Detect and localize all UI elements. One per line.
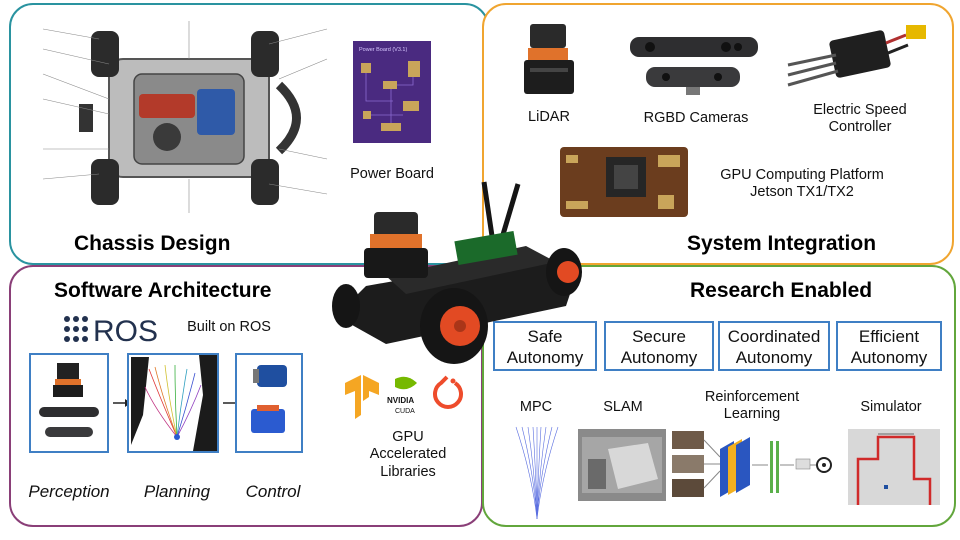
efficient-autonomy-line2: Autonomy [850, 348, 928, 368]
planning-box [127, 353, 219, 453]
gpu-libraries-label: GPU Accelerated Libraries [363, 429, 453, 481]
nvidia-cuda-icon: NVIDIA CUDA [387, 376, 417, 415]
gpu-libraries-line3: Libraries [380, 463, 436, 480]
rgbd-cameras-label: RGBD Cameras [643, 110, 749, 126]
gpu-platform-label-line1: GPU Computing Platform [720, 167, 884, 183]
rl-label: Reinforcement Learning [690, 389, 814, 424]
control-box [235, 353, 303, 453]
gpu-libraries-line2: Accelerated [369, 446, 447, 463]
system-integration-title: System Integration [687, 232, 877, 255]
gpu-library-logos: NVIDIA CUDA [341, 371, 467, 419]
efficient-autonomy-line1: Efficient [858, 327, 920, 346]
rl-label-line1: Reinforcement [704, 389, 800, 405]
racecar-image [326, 176, 588, 368]
secure-autonomy-box: Secure Autonomy [604, 321, 714, 371]
slam-label: SLAM [603, 399, 643, 415]
control-label: Control [245, 482, 301, 501]
built-on-ros-label: Built on ROS [187, 319, 271, 335]
lidar-image [518, 20, 580, 102]
jetson-board-image [558, 145, 690, 219]
research-enabled-title: Research Enabled [690, 279, 873, 302]
rl-network-image [672, 427, 832, 499]
coordinated-autonomy-box: Coordinated Autonomy [718, 321, 830, 371]
secure-autonomy-line1: Secure [632, 327, 686, 346]
nvidia-logo-text: NVIDIA [387, 396, 414, 405]
chassis-design-title: Chassis Design [74, 232, 231, 255]
perception-label: Perception [28, 482, 110, 501]
efficient-autonomy-box: Efficient Autonomy [836, 321, 942, 371]
power-board-image: Power Board (V3.1) [353, 41, 431, 143]
perception-box [29, 353, 109, 453]
slam-map-image [578, 429, 666, 501]
secure-autonomy-line2: Autonomy [620, 348, 698, 368]
power-board-pcb-text: Power Board (V3.1) [359, 47, 407, 53]
software-architecture-panel: Software Architecture ROS Built on ROS [9, 265, 483, 527]
esc-label-line2: Controller [828, 119, 892, 136]
electric-speed-controller-image [780, 21, 930, 95]
planning-label: Planning [143, 482, 211, 501]
lidar-label: LiDAR [528, 109, 570, 125]
mpc-trajectories-image [512, 425, 562, 523]
research-enabled-panel: Research Enabled Safe Autonomy Secure Au… [482, 265, 956, 527]
esc-label-line1: Electric Speed [813, 102, 907, 118]
esc-label: Electric Speed Controller [800, 102, 920, 137]
simulator-label: Simulator [860, 399, 922, 415]
gpu-platform-label-line2: Jetson TX1/TX2 [750, 184, 854, 201]
rgbd-cameras-image [626, 33, 764, 99]
chassis-diagram-image [39, 19, 331, 215]
simulator-image [848, 429, 940, 505]
software-architecture-title: Software Architecture [54, 279, 272, 302]
safe-autonomy-line1: Safe [527, 327, 563, 346]
cuda-logo-text: CUDA [395, 408, 415, 415]
pytorch-icon [433, 375, 463, 409]
gpu-platform-label: GPU Computing Platform Jetson TX1/TX2 [706, 167, 898, 202]
coordinated-autonomy-line2: Autonomy [735, 348, 813, 368]
chassis-design-panel: Power Board (V3.1) Power Board Chassis D… [9, 3, 489, 265]
rl-label-line2: Learning [723, 406, 781, 423]
gpu-libraries-line1: GPU [392, 429, 424, 445]
safe-autonomy-line2: Autonomy [506, 348, 584, 368]
tensorflow-icon [345, 375, 379, 419]
safe-autonomy-box: Safe Autonomy [493, 321, 597, 371]
system-integration-panel: LiDAR RGBD Cameras Electric Speed Contro… [482, 3, 954, 265]
mpc-label: MPC [519, 399, 553, 415]
coordinated-autonomy-line1: Coordinated [727, 327, 821, 346]
ros-logo-text: ROS [93, 315, 158, 345]
ros-logo: ROS [63, 313, 159, 345]
power-board-label: Power Board [350, 166, 434, 182]
